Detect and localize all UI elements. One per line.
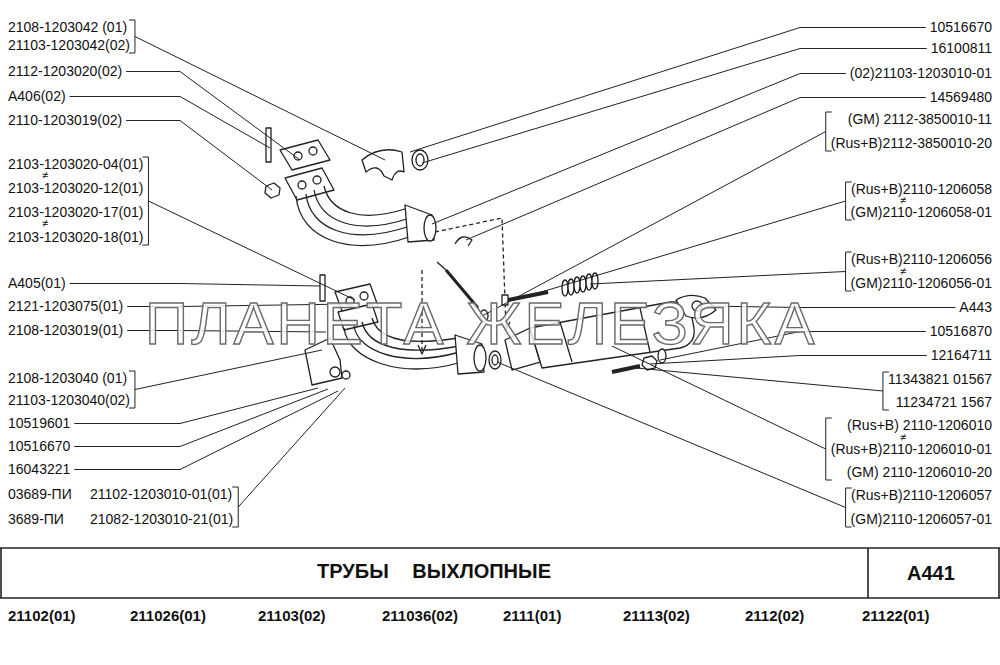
part-number: 2103-1203020-18(01): [8, 229, 143, 246]
model-code: 21103(02): [258, 607, 326, 625]
part-number: 2103-1203020-04(01): [8, 156, 143, 173]
part-number: 2108-1203040 (01): [8, 370, 127, 387]
part-number: (GM) 2112-3850010-11: [848, 111, 992, 128]
leader-line: [432, 74, 846, 225]
part-number: 10516870: [930, 323, 992, 340]
leader-line: [135, 37, 385, 161]
model-code: 211026(01): [130, 607, 206, 625]
leader-line: [70, 284, 320, 287]
not-equal-mark: ≠: [900, 432, 906, 442]
part-number: (02)21103-1203010-01: [850, 65, 992, 82]
part-number: 16100811: [931, 40, 992, 57]
part-number: 21103-1203042(02): [8, 37, 130, 54]
not-equal-mark: ≠: [42, 170, 48, 180]
part-number: 2121-1203075(01): [8, 298, 123, 315]
model-code: 21113(02): [623, 607, 690, 625]
part-number: A406(02): [8, 88, 66, 105]
model-code: 211036(02): [382, 607, 458, 625]
part-number: (Rus+B)2112-3850010-20: [831, 135, 992, 152]
leader-line: [636, 368, 883, 391]
not-equal-mark: ≠: [900, 266, 906, 276]
part-number: A405(01): [8, 275, 66, 292]
part-number: (GM)2110-1206058-01: [851, 204, 992, 221]
leader-line: [650, 356, 927, 365]
part-number: 12164711: [931, 347, 992, 364]
part-number: (Rus+B) 2110-1206010: [847, 417, 992, 434]
part-number: 14569480: [930, 89, 992, 106]
sheet-title: ТРУБЫ ВЫХЛОПНЫЕ: [0, 559, 868, 583]
leader-line: [410, 28, 926, 153]
part-number: 2110-1203019(02): [8, 112, 122, 129]
part-number: 10516670: [8, 438, 70, 455]
part-number: 11234721 1567: [896, 394, 992, 411]
leader-line: [482, 132, 826, 317]
part-number: 11343821 01567: [888, 371, 992, 388]
sheet-code: A441: [907, 561, 955, 585]
part-number: 2103-1203020-17(01): [8, 204, 143, 221]
part-number: A443: [959, 299, 992, 316]
part-number: (Rus+B)2110-1206010-01: [831, 441, 992, 458]
part-number: 03689-ПИ: [8, 486, 72, 503]
part-number: (GM)2110-1206057-01: [851, 511, 992, 528]
model-code: 21122(01): [862, 607, 930, 625]
part-number: (GM) 2110-1206010-20: [847, 464, 992, 481]
model-code: 21102(01): [8, 607, 76, 625]
part-number: 2103-1203020-12(01): [8, 180, 143, 197]
model-code: 2111(01): [503, 607, 561, 625]
part-number: 21103-1203040(02): [8, 392, 130, 409]
leader-line: [528, 201, 846, 296]
leader-line: [238, 388, 345, 507]
part-number: (Rus+B)2110-1206058: [851, 181, 992, 198]
part-number: (GM)2110-1206056-01: [851, 275, 992, 292]
part-number: 2108-1203042 (01): [8, 19, 127, 36]
part-number: 3689-ПИ: [8, 511, 64, 528]
part-number: (Rus+B)2110-1206056: [851, 251, 992, 268]
part-number: (Rus+B)2110-1206057: [851, 487, 992, 504]
not-equal-mark: ≠: [42, 218, 48, 228]
model-code: 2112(02): [745, 607, 804, 625]
leader-line: [590, 272, 846, 285]
part-number: 10519601: [8, 415, 70, 432]
part-number: 21102-1203010-01(01): [90, 486, 232, 503]
leader-line: [148, 201, 355, 300]
part-number: 2112-1203020(02): [8, 63, 122, 80]
part-number: 21082-1203010-21(01): [90, 511, 233, 528]
part-number: 2108-1203019(01): [8, 322, 123, 339]
leader-line: [612, 346, 826, 449]
not-equal-mark: ≠: [900, 195, 906, 205]
part-number: 10516670: [930, 19, 992, 36]
part-number: 16043221: [8, 461, 70, 478]
leader-line: [497, 362, 846, 508]
watermark: ПЛАНЕТА ЖЕЛЕЗЯКА: [145, 292, 818, 356]
